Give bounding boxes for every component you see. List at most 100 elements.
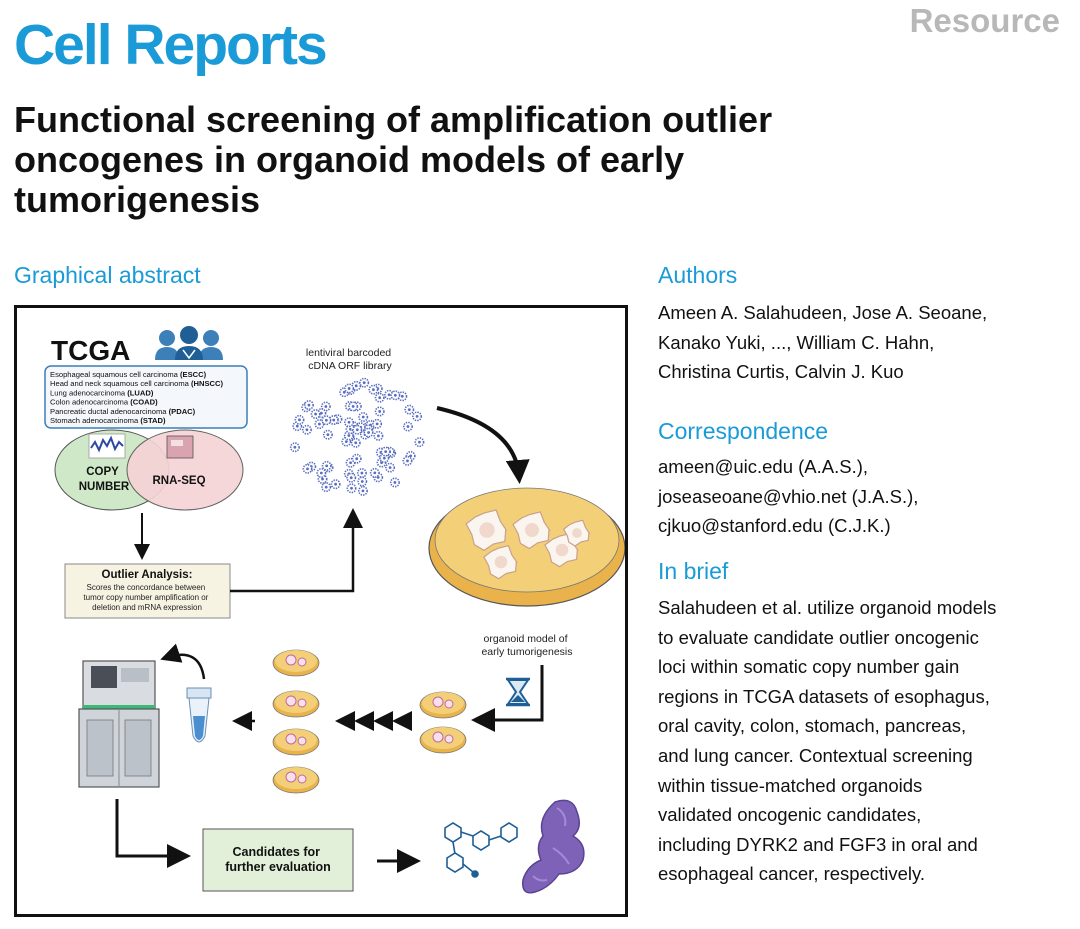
in-brief-line: oral cavity, colon, stomach, pancreas, — [658, 715, 967, 737]
in-brief-line: esophageal cancer, respectively. — [658, 863, 926, 885]
title-line: Functional screening of amplification ou… — [14, 99, 773, 140]
virus-particle — [390, 390, 401, 401]
venn-diagram: COPY NUMBER RNA-SEQ — [54, 429, 244, 511]
in-brief-line: including DYRK2 and FGF3 in oral and — [658, 833, 978, 855]
cancer-type: Pancreatic ductal adenocarcinoma (PDAC) — [50, 407, 196, 416]
email-line[interactable]: cjkuo@stanford.edu (C.J.K.) — [658, 515, 891, 537]
virus-particle — [350, 437, 361, 448]
virus-particle — [316, 468, 327, 479]
title-line: tumorigenesis — [14, 179, 261, 220]
virus-particle — [412, 411, 423, 422]
author-line: Christina Curtis, Calvin J. Kuo — [658, 361, 904, 383]
virus-particle — [374, 406, 385, 417]
author-line: Kanako Yuki, ..., William C. Hahn, — [658, 331, 935, 353]
organoid — [465, 509, 508, 552]
virus-particle — [356, 468, 367, 479]
small-dish — [272, 728, 320, 756]
virus-particle — [346, 483, 357, 494]
virus-particle — [351, 453, 362, 464]
arrow-sequencer-to-candidates — [115, 799, 191, 868]
candidates-label: Candidates for further evaluation — [225, 845, 331, 874]
virus-particle — [321, 482, 332, 493]
virus-particle — [385, 462, 396, 473]
cancer-type: Stomach adenocarcinoma (STAD) — [50, 416, 166, 425]
article-type-label: Resource — [909, 2, 1060, 39]
virus-particle — [402, 455, 413, 466]
authors-heading: Authors — [658, 262, 738, 288]
virus-particle — [357, 476, 368, 487]
organoid — [483, 544, 518, 580]
copy-number-label: COPY NUMBER — [79, 466, 130, 493]
outlier-description: Scores the concordance between tumor cop… — [83, 583, 210, 612]
arrow-organoid-to-dishes — [471, 665, 544, 732]
cancer-type-list: Esophageal squamous cell carcinoma (ESCC… — [50, 370, 224, 425]
cancer-type: Head and neck squamous cell carcinoma (H… — [50, 379, 224, 388]
virus-particle — [344, 417, 355, 428]
virus-particle — [294, 414, 305, 425]
heatmap-icon — [88, 433, 126, 459]
virus-particle — [320, 401, 331, 412]
outlier-analysis-box: Outlier Analysis: Scores the concordance… — [64, 563, 231, 619]
virus-particle — [373, 430, 384, 441]
virus-particle — [292, 421, 303, 432]
rna-seq-label: RNA-SEQ — [152, 475, 205, 487]
in-brief-text: Salahudeen et al. utilize organoid model… — [658, 593, 996, 889]
virus-particle — [289, 442, 300, 453]
email-line[interactable]: joseaseoane@vhio.net (J.A.S.), — [658, 485, 919, 507]
cancer-type: Lung adenocarcinoma (LUAD) — [50, 388, 154, 397]
in-brief-line: and lung cancer. Contextual screening — [658, 744, 973, 766]
author-line: Ameen A. Salahudeen, Jose A. Seoane, — [658, 302, 988, 323]
email-line[interactable]: ameen@uic.edu (A.A.S.), — [658, 456, 869, 477]
small-dish — [272, 766, 320, 794]
arrow-outlier-to-library — [230, 508, 363, 593]
cancer-type: Colon adenocarcinoma (COAD) — [50, 398, 158, 407]
hourglass-icon — [506, 677, 530, 707]
outlier-title: Outlier Analysis: — [102, 569, 193, 581]
virus-particle — [357, 485, 368, 496]
virus-particle — [321, 460, 332, 471]
virus-particle — [389, 477, 400, 488]
tcga-label: TCGA — [51, 335, 130, 366]
rna-seq-circle — [126, 429, 244, 511]
graphical-abstract-figure: TCGA Esophageal squamous cell carcinoma … — [14, 305, 628, 917]
virus-particle — [344, 383, 355, 394]
correspondence-list: ameen@uic.edu (A.A.S.), joseaseoane@vhio… — [658, 452, 918, 541]
in-brief-line: within tissue-matched organoids — [658, 774, 923, 796]
organoid-label: organoid model of early tumorigenesis — [481, 633, 572, 658]
virus-particle — [404, 404, 415, 415]
virus-particle — [314, 419, 325, 430]
eppendorf-tube-icon — [186, 687, 212, 743]
virus-particle — [310, 409, 321, 420]
protein-icon — [522, 799, 585, 894]
in-brief-line: Salahudeen et al. utilize organoid model… — [658, 597, 997, 618]
arrow-library-to-organoid — [436, 406, 530, 484]
cancer-list-box — [44, 365, 248, 429]
small-dish — [272, 690, 320, 718]
virus-particle — [346, 472, 357, 483]
sequencer-mini-icon — [166, 435, 194, 459]
in-brief-line: loci within somatic copy number gain — [658, 656, 960, 678]
virus-cluster — [289, 377, 425, 496]
small-dish — [272, 649, 320, 677]
arrow-tube-to-sequencer — [160, 643, 206, 680]
library-label: lentiviral barcoded cDNA ORF library — [306, 347, 394, 372]
virus-particle — [402, 421, 413, 432]
organoid — [562, 519, 591, 547]
correspondence-heading: Correspondence — [658, 418, 829, 444]
virus-particle — [322, 429, 333, 440]
virus-particle — [321, 415, 332, 426]
tcga-panel: TCGA Esophageal squamous cell carcinoma … — [44, 326, 248, 429]
virus-particle — [302, 463, 313, 474]
organoid-cluster — [465, 509, 591, 580]
virus-particle — [301, 424, 312, 435]
organoid — [512, 511, 551, 550]
small-dish — [419, 691, 467, 719]
virus-particle — [368, 384, 379, 395]
in-brief-line: to evaluate candidate outlier oncogenic — [658, 626, 979, 648]
cancer-type: Esophageal squamous cell carcinoma (ESCC… — [50, 370, 207, 379]
article-title: Functional screening of amplification ou… — [14, 100, 1014, 220]
in-brief-line: regions in TCGA datasets of esophagus, — [658, 685, 990, 707]
virus-particle — [348, 401, 359, 412]
virus-particle — [352, 424, 363, 435]
virus-particle — [303, 400, 314, 411]
